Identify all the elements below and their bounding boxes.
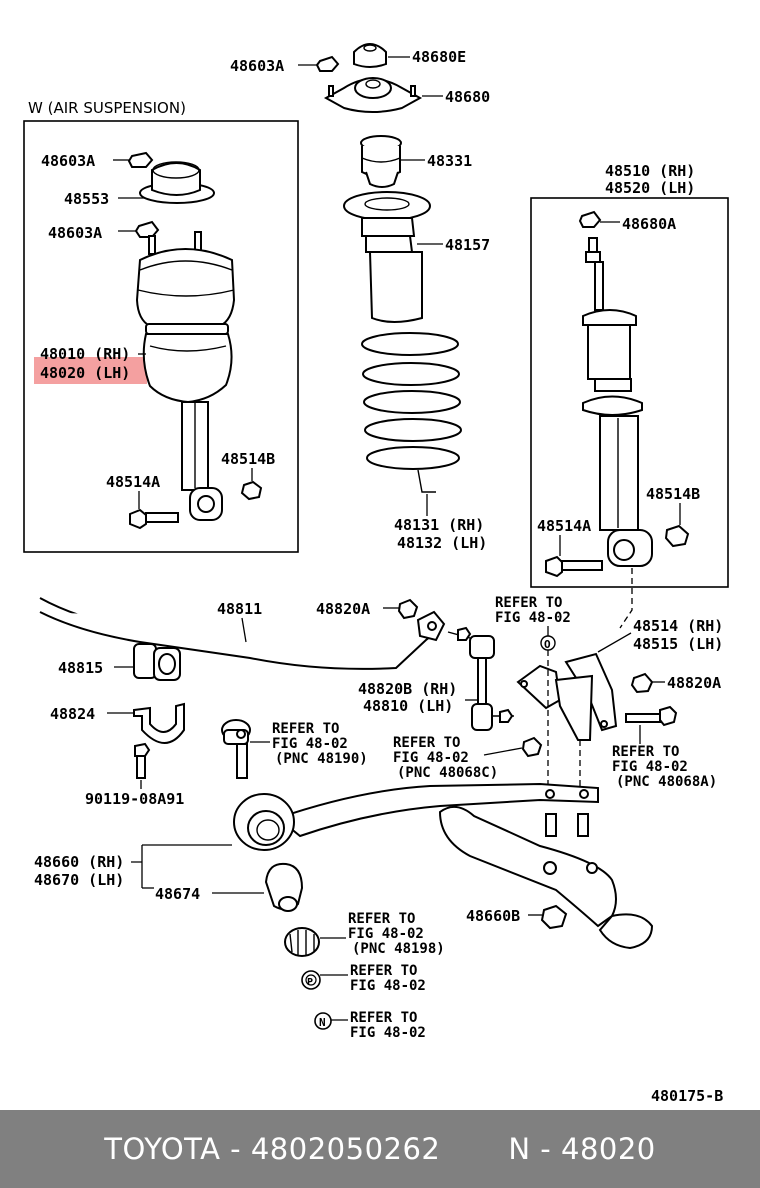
- ref3-line1: REFER TO: [393, 735, 460, 751]
- label-48131: 48131 (RH): [394, 516, 484, 534]
- label-48515-lh: 48515 (LH): [633, 635, 723, 653]
- footer-text: TOYOTA - 4802050262 N - 48020: [104, 1132, 656, 1166]
- label-48680: 48680: [445, 88, 490, 106]
- ref4-line1: REFER TO: [612, 744, 679, 760]
- label-48132: 48132 (LH): [397, 534, 487, 552]
- label-48514b-left: 48514B: [221, 450, 275, 468]
- air-upper-support: [139, 161, 215, 204]
- ref7-line1: REFER TO: [350, 1010, 417, 1026]
- marker-p: P: [301, 970, 321, 990]
- label-48520: 48520 (LH): [605, 179, 695, 197]
- ref4-line3: (PNC 48068A): [616, 774, 717, 790]
- ref3-line3: (PNC 48068C): [397, 765, 498, 781]
- section-title: W (AIR SUSPENSION): [28, 99, 186, 117]
- label-48815: 48815: [58, 659, 103, 677]
- label-48670: 48670 (LH): [34, 871, 124, 889]
- ref6-line1: REFER TO: [350, 963, 417, 979]
- ref5-line1: REFER TO: [348, 911, 415, 927]
- label-48820b: 48820B (RH): [358, 680, 457, 698]
- label-48157: 48157: [445, 236, 490, 254]
- bushing-upper-small: [221, 719, 251, 779]
- cap-48680e: [353, 43, 387, 68]
- label-48553: 48553: [64, 190, 109, 208]
- bushing-48674: [264, 862, 304, 912]
- figure-code: 480175-B: [651, 1087, 723, 1105]
- bracket-48824: [133, 702, 185, 744]
- dust-boot-48157: [343, 191, 431, 323]
- stabilizer-link: [447, 626, 514, 731]
- label-48020: 48020 (LH): [40, 364, 130, 382]
- ref1-line2: FIG 48-02: [495, 610, 571, 626]
- ref2-line1: REFER TO: [272, 721, 339, 737]
- ref7-line2: FIG 48-02: [350, 1025, 426, 1041]
- bushing-48815: [133, 643, 181, 681]
- nut-48603a-top: [315, 55, 340, 72]
- label-48820a-right: 48820A: [667, 674, 721, 692]
- bolt-48514a-right: [545, 555, 603, 578]
- label-48810: 48810 (LH): [363, 697, 453, 715]
- ref5-line3: (PNC 48198): [352, 941, 445, 957]
- bushing-lower-48198: [284, 927, 320, 957]
- svg-text:N: N: [319, 1016, 326, 1029]
- label-48811: 48811: [217, 600, 262, 618]
- strut-mount-48680: [323, 77, 423, 113]
- bolt-48514a-left: [129, 508, 179, 530]
- label-48514a-left: 48514A: [106, 473, 160, 491]
- lower-arm-48660: [233, 782, 654, 950]
- ref3-line2: FIG 48-02: [393, 750, 469, 766]
- label-90119: 90119-08A91: [85, 790, 184, 808]
- shock-box: [530, 197, 729, 588]
- shock-absorber: [582, 237, 653, 567]
- coil-spring-48131: [361, 332, 462, 493]
- highlight-48020: [34, 357, 147, 384]
- label-48010: 48010 (RH): [40, 345, 130, 363]
- label-48660b: 48660B: [466, 907, 520, 925]
- label-48603a-box2: 48603A: [48, 224, 102, 242]
- nut-48603a-box1: [127, 151, 154, 168]
- nut-bracket-bottom: [521, 736, 543, 758]
- nut-48660b: [540, 904, 568, 930]
- ref6-line2: FIG 48-02: [350, 978, 426, 994]
- air-spring-body: [135, 231, 236, 521]
- label-48603a-top: 48603A: [230, 57, 284, 75]
- label-48824: 48824: [50, 705, 95, 723]
- nut-48514b-right: [664, 524, 690, 548]
- marker-o: O: [540, 635, 556, 651]
- marker-n: N: [314, 1012, 332, 1030]
- label-48820a-top: 48820A: [316, 600, 370, 618]
- nut-48603a-box2: [134, 220, 160, 238]
- label-48660: 48660 (RH): [34, 853, 124, 871]
- label-48331: 48331: [427, 152, 472, 170]
- label-48680e: 48680E: [412, 48, 466, 66]
- bump-stop-48331: [360, 135, 402, 188]
- nut-48514b-left: [240, 480, 263, 501]
- ref5-line2: FIG 48-02: [348, 926, 424, 942]
- label-48514b-right: 48514B: [646, 485, 700, 503]
- footer-bar: TOYOTA - 4802050262 N - 48020: [0, 1110, 760, 1188]
- svg-text:O: O: [544, 638, 551, 651]
- nut-48680a: [578, 210, 602, 228]
- parts-diagram: W (AIR SUSPENSION) 48603A 48553 48603A 4: [23, 43, 729, 1105]
- ref2-line3: (PNC 48190): [275, 751, 368, 767]
- ref4-line2: FIG 48-02: [612, 759, 688, 775]
- stabilizer-bar-48811: [39, 597, 446, 670]
- label-48680a: 48680A: [622, 215, 676, 233]
- bolt-bracket-right: [625, 705, 678, 727]
- ref1-line1: REFER TO: [495, 595, 562, 611]
- nut-48820a-top: [397, 598, 419, 620]
- bolt-90119: [134, 742, 151, 779]
- label-48603a-box1: 48603A: [41, 152, 95, 170]
- label-48510: 48510 (RH): [605, 162, 695, 180]
- ref2-line2: FIG 48-02: [272, 736, 348, 752]
- label-48674: 48674: [155, 885, 200, 903]
- bracket-48514: [516, 652, 618, 741]
- nut-48820a-right: [630, 672, 654, 694]
- label-48514a-right: 48514A: [537, 517, 591, 535]
- air-suspension-box: [23, 120, 299, 553]
- label-48514-rh: 48514 (RH): [633, 617, 723, 635]
- svg-text:P: P: [307, 977, 313, 988]
